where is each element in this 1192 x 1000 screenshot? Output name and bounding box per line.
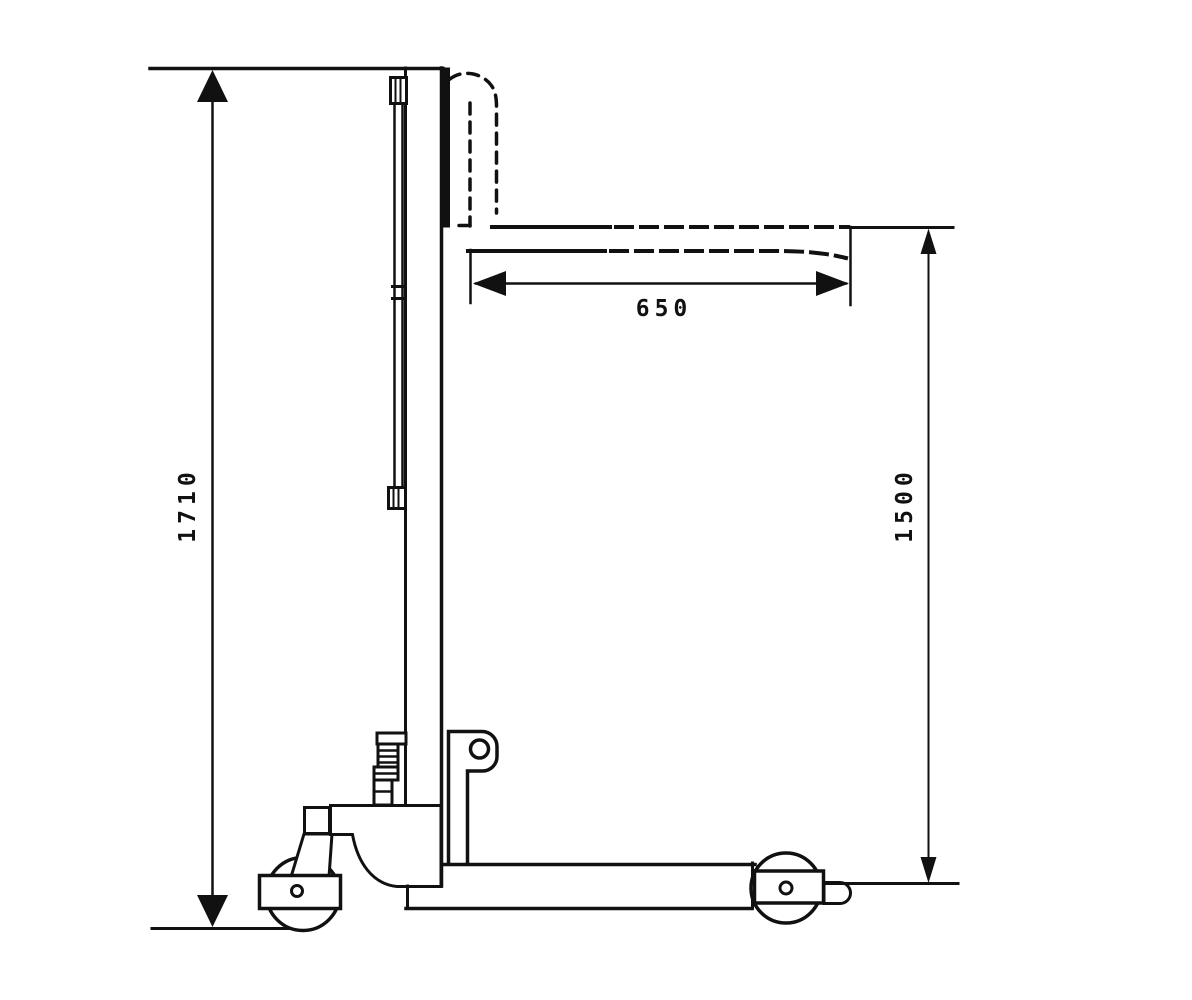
fork-bottom-line-dashed [609, 249, 849, 261]
tiller-handle-column [288, 832, 334, 879]
dimension-label-fork-length: 650 [636, 296, 693, 322]
load-wheel-tab [822, 881, 852, 905]
arrowhead-left [473, 271, 506, 296]
arrowhead-down [920, 857, 937, 883]
raised-fork-carriage [443, 67, 850, 261]
release-pedal-bracket [446, 729, 499, 865]
arrowhead-up [197, 70, 228, 102]
carriage-outline-right [448, 71, 499, 215]
dimension-fork-length: 650 [469, 225, 852, 322]
chassis-body [329, 804, 443, 888]
hydraulic-pump-unit [372, 731, 408, 807]
arrowhead-down [197, 895, 228, 927]
arrowhead-right [816, 271, 849, 296]
arrowhead-up [920, 228, 937, 254]
chassis [257, 804, 960, 933]
dimension-label-lift-height: 1500 [892, 467, 918, 542]
tiller-handle-mount [303, 806, 331, 835]
pedal-bracket-outline [446, 729, 499, 865]
rail-top-cap [389, 76, 408, 105]
load-wheel-hub [778, 880, 794, 896]
dimension-overall-height: 1710 [175, 70, 228, 927]
dimension-label-overall-height: 1710 [175, 467, 201, 542]
steer-wheel-hub [290, 884, 304, 898]
pump-top-bar [375, 731, 408, 746]
mast [387, 66, 444, 888]
rail-bottom-stop [387, 486, 407, 510]
reference-lines [148, 66, 955, 930]
pedal-bracket-hole [468, 738, 491, 760]
dimension-lift-height: 1500 [892, 228, 937, 883]
steer-wheel-axle-box [257, 873, 343, 911]
